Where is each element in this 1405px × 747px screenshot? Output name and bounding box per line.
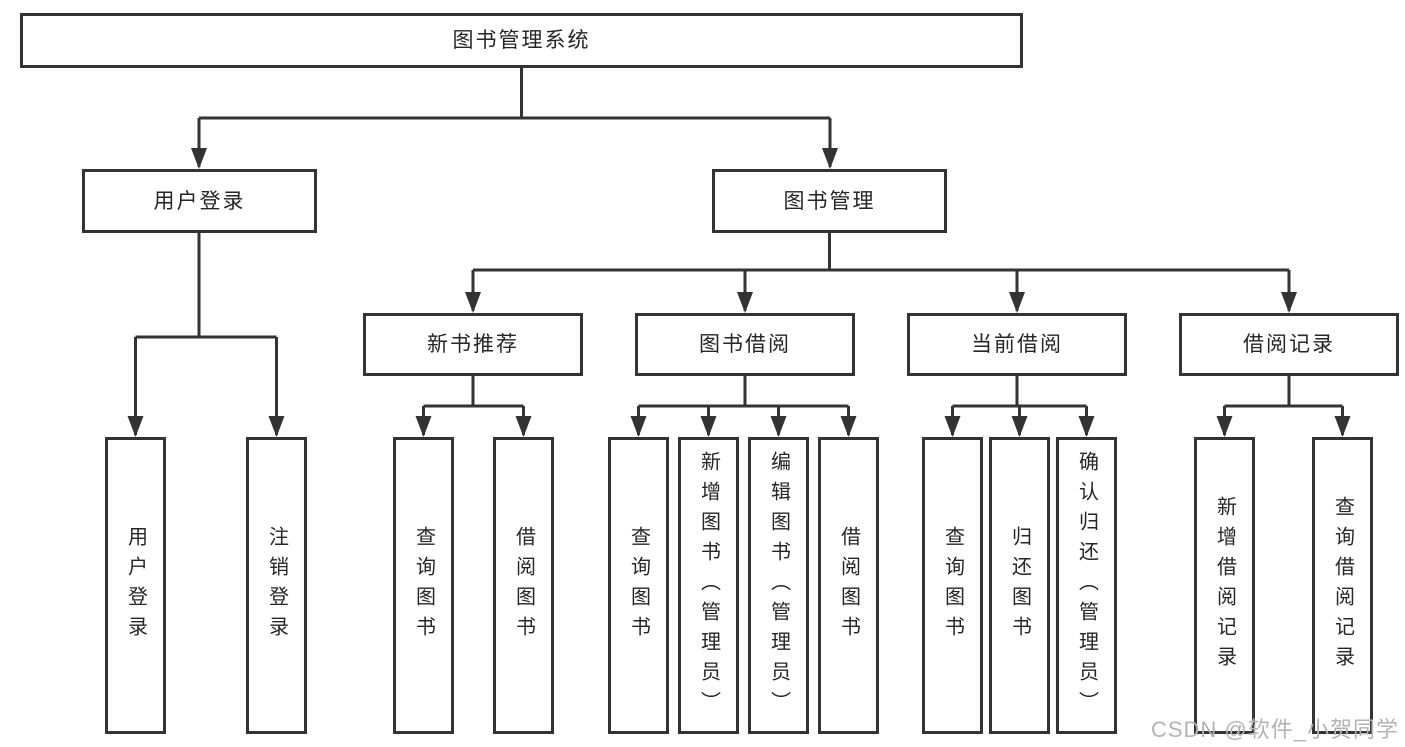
node-return-books: 归还图书 xyxy=(989,437,1050,734)
arrow-down-icon xyxy=(1009,292,1025,313)
node-label: 查询图书 xyxy=(627,525,650,646)
arrow-down-icon xyxy=(700,416,717,437)
node-logout-action: 注销登录 xyxy=(246,437,307,734)
node-label: 新增借阅记录 xyxy=(1213,495,1236,676)
node-book-management: 图书管理 xyxy=(712,169,947,233)
arrow-down-icon xyxy=(1216,416,1233,437)
node-label: 查询借阅记录 xyxy=(1331,495,1354,676)
node-query-books-recommend: 查询图书 xyxy=(393,437,454,734)
node-query-books-current: 查询图书 xyxy=(922,437,983,734)
arrow-down-icon xyxy=(465,292,481,313)
arrow-down-icon xyxy=(1011,416,1028,437)
arrow-down-icon xyxy=(415,416,432,437)
node-new-book-recommendation: 新书推荐 xyxy=(363,313,583,376)
arrow-down-icon xyxy=(515,416,532,437)
arrow-down-icon xyxy=(1281,292,1297,313)
node-edit-book-admin: 编辑图书（管理员） xyxy=(748,437,809,734)
node-user-login-action: 用户登录 xyxy=(105,437,166,734)
node-borrow-records: 借阅记录 xyxy=(1179,313,1399,376)
node-add-book-admin: 新增图书（管理员） xyxy=(678,437,739,734)
node-label: 用户登录 xyxy=(124,525,147,646)
node-query-books-borrowing: 查询图书 xyxy=(608,437,669,734)
arrow-down-icon xyxy=(268,416,285,437)
node-label: 借阅图书 xyxy=(837,525,860,646)
arrow-down-icon xyxy=(737,292,753,313)
node-label: 查询图书 xyxy=(941,525,964,646)
arrow-down-icon xyxy=(840,416,857,437)
node-borrow-books-borrowing: 借阅图书 xyxy=(818,437,879,734)
arrowhead-icons xyxy=(127,148,1351,437)
node-user-login: 用户登录 xyxy=(82,169,317,233)
arrow-down-icon xyxy=(944,416,961,437)
arrow-down-icon xyxy=(1334,416,1351,437)
node-confirm-return-admin: 确认归还（管理员） xyxy=(1056,437,1117,734)
node-label: 归还图书 xyxy=(1008,525,1031,646)
node-label: 新增图书（管理员） xyxy=(697,450,720,721)
arrow-down-icon xyxy=(630,416,647,437)
node-label: 借阅图书 xyxy=(512,525,535,646)
arrow-down-icon xyxy=(1078,416,1095,437)
arrow-down-icon xyxy=(191,148,207,169)
node-add-borrow-record: 新增借阅记录 xyxy=(1194,437,1255,734)
csdn-watermark: CSDN @软件_小贺同学 xyxy=(1150,717,1399,742)
tree-edges xyxy=(134,68,1344,435)
node-library-system: 图书管理系统 xyxy=(20,13,1023,68)
node-label: 查询图书 xyxy=(412,525,435,646)
node-label: 确认归还（管理员） xyxy=(1075,450,1098,721)
node-current-borrowing: 当前借阅 xyxy=(907,313,1127,376)
arrow-down-icon xyxy=(770,416,787,437)
node-borrow-books-recommend: 借阅图书 xyxy=(493,437,554,734)
node-query-borrow-record: 查询借阅记录 xyxy=(1312,437,1373,734)
node-book-borrowing: 图书借阅 xyxy=(635,313,855,376)
node-label: 编辑图书（管理员） xyxy=(767,450,790,721)
node-label: 注销登录 xyxy=(265,525,288,646)
arrow-down-icon xyxy=(127,416,144,437)
arrow-down-icon xyxy=(822,148,838,169)
